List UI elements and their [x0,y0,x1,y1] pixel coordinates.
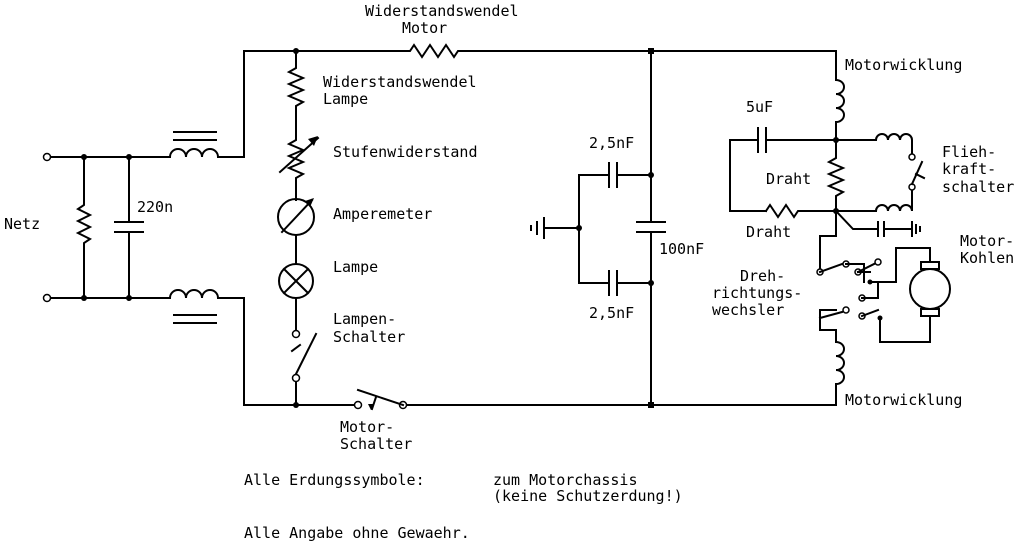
label-fliehkraft-1: Flieh- [942,143,996,161]
note-erdung-value-1: zum Motorchassis [493,471,638,489]
label-motorwicklung-bottom: Motorwicklung [845,391,962,409]
ground-symbol-left [530,217,545,239]
label-motorkohlen-2: Kohlen [960,249,1014,267]
label-netz: Netz [4,215,40,233]
label-widerstandswendel-lampe-1: Widerstandswendel [323,73,477,91]
mains-terminal-bottom [42,293,52,303]
label-drehrichtung-2: richtungs- [712,284,802,302]
choke-output-wires [217,50,245,406]
choke-top-core [173,131,217,141]
lamp-resistor [286,50,306,135]
label-motorschalter-1: Motor- [340,418,394,436]
label-capacitor-5uf: 5uF [746,98,773,116]
choke-bottom-core [173,314,217,324]
bottom-rail [243,388,837,411]
stufenwiderstand-arrow [278,136,320,174]
label-lampe: Lampe [333,258,378,276]
label-draht-vertical: Draht [766,170,811,188]
note-erdung-label: Alle Erdungssymbole: [244,471,425,489]
label-motorwicklung-top: Motorwicklung [845,56,962,74]
motor-resistor-wire [243,43,837,59]
label-capacitor-2-5nf-top: 2,5nF [589,134,634,152]
stufenwiderstand-symbol [286,133,306,201]
mains-resistor [75,156,93,299]
label-drehrichtung-3: wechsler [712,301,784,319]
mains-terminal-top [42,152,52,162]
label-capacitor-220n: 220n [137,198,173,216]
motor-brush-bottom [920,308,940,317]
capacitor-2-5nf-top [608,162,618,188]
motor-winding-bottom [819,329,845,406]
mains-input [42,50,245,406]
draht-resistor-horizontal [764,203,837,219]
fliehkraft-coil-top [835,133,913,157]
motor-winding-top [835,50,845,141]
dc-motor-symbol [909,268,951,310]
note-erdung-value-2: (keine Schutzerdung!) [493,487,683,505]
label-draht-horizontal: Draht [746,223,791,241]
lamp-branch [277,50,320,406]
label-widerstandswendel-motor-1: Widerstandswendel [365,2,519,20]
draht-resistor-vertical [826,139,846,212]
label-drehrichtung-1: Dreh- [740,267,785,285]
label-widerstandswendel-motor-2: Motor [402,19,447,37]
label-motorschalter-2: Schalter [340,435,412,453]
label-fliehkraft-3: schalter [942,178,1014,196]
capacitor-2-5nf-bottom [608,270,618,296]
motor-switch-blade [356,388,405,407]
motor-brush-top [920,261,940,270]
note-disclaimer: Alle Angabe ohne Gewaehr. [244,524,470,542]
motor-section [729,50,951,406]
capacitor-100nf [636,50,666,406]
capacitor-network [530,50,666,406]
label-lampenschalter-2: Schalter [333,328,405,346]
choke-bottom-coil [168,289,220,300]
label-fliehkraft-2: kraft- [942,160,996,178]
lamp-switch-blade [294,332,318,376]
capacitor-5uf [757,127,767,153]
mains-wires [50,156,171,299]
label-motorkohlen-1: Motor- [960,232,1014,250]
label-stufenwiderstand: Stufenwiderstand [333,143,478,161]
top-rail [243,43,837,59]
ground-symbol-right [911,221,921,237]
label-amperemeter: Amperemeter [333,205,432,223]
label-lampenschalter-1: Lampen- [333,310,396,328]
label-capacitor-2-5nf-bottom: 2,5nF [589,304,634,322]
fliehkraft-coil-bottom [835,189,913,212]
fliehkraft-switch-blade [910,160,924,186]
choke-top-coil [168,148,220,159]
x-capacitor-220n [114,156,144,299]
label-capacitor-100nf: 100nF [659,240,704,258]
label-widerstandswendel-lampe-2: Lampe [323,90,368,108]
